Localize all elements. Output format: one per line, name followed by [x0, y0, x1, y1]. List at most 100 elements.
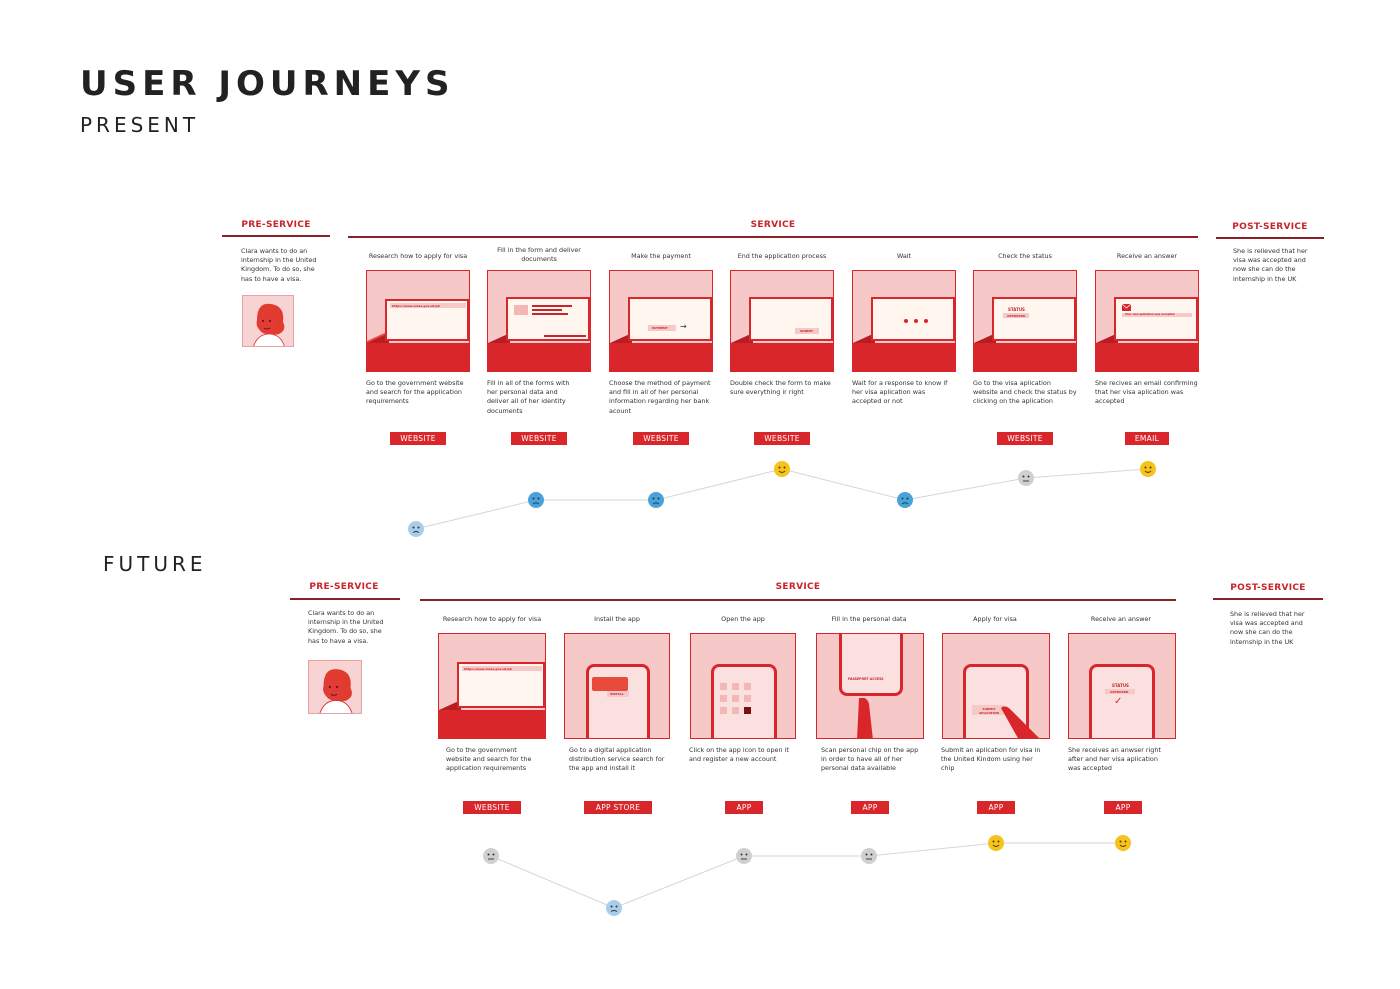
present-step-1-card: https://www.visas.gov.uk/pt/	[366, 270, 470, 372]
future-step-5-desc: Submit an aplication for visa in the Uni…	[941, 746, 1041, 773]
submit-screen: SUBMIT	[749, 297, 833, 341]
status-screen: STATUS APPROVED	[992, 297, 1076, 341]
room-illustration	[367, 331, 469, 371]
present-pre-service-line	[222, 235, 330, 237]
arrow-right-icon: →	[680, 322, 687, 331]
future-step-2-title: Install the app	[594, 615, 640, 623]
future-step-2-desc: Go to a digital application distribution…	[569, 746, 665, 773]
worried-face-icon	[408, 521, 424, 537]
present-step-2-card	[487, 270, 591, 372]
future-step-3-card	[690, 633, 796, 739]
present-step-7-title: Receive an answer	[1116, 252, 1178, 260]
sad-face-icon	[648, 492, 664, 508]
sad-face-icon	[897, 492, 913, 508]
present-post-service-text: She is relieved that her visa was accept…	[1233, 247, 1308, 283]
present-step-4-card: SUBMIT	[730, 270, 834, 372]
present-step-2-channel: WEBSITE	[511, 432, 567, 445]
present-step-1-desc: Go to the government website and search …	[366, 379, 464, 406]
loading-dots-icon	[904, 319, 928, 323]
present-step-1-title: Research how to apply for visa	[368, 252, 468, 260]
room-illustration	[853, 333, 955, 371]
future-step-5-title: Apply for visa	[973, 615, 1017, 623]
present-step-6-desc: Go to the visa aplication website and ch…	[973, 379, 1077, 406]
future-step-3-channel: APP	[725, 801, 763, 814]
present-step-6-title: Check the status	[998, 252, 1052, 260]
room-illustration	[974, 333, 1076, 371]
present-step-7-channel: EMAIL	[1125, 432, 1169, 445]
future-step-1-title: Research how to apply for visa	[442, 615, 542, 623]
page-title: USER JOURNEYS	[80, 64, 455, 104]
room-illustration	[610, 333, 712, 371]
hand-illustration	[1001, 706, 1039, 738]
room-illustration	[731, 333, 833, 371]
future-step-3-desc: Click on the app icon to open it and reg…	[689, 746, 789, 764]
loading-screen	[871, 297, 955, 341]
present-step-2-desc: Fill in all of the forms with her person…	[487, 379, 570, 415]
present-step-3-title: Make the payment	[631, 252, 691, 260]
present-heading: PRESENT	[80, 113, 200, 137]
present-service-line	[348, 236, 1198, 238]
present-step-7-card: Your visa aplication was accepted	[1095, 270, 1199, 372]
happy-face-icon	[774, 461, 790, 477]
email-screen: Your visa aplication was accepted	[1114, 297, 1198, 341]
future-step-6-card: STATUS APPROVED ✓	[1068, 633, 1176, 739]
future-step-2-channel: APP STORE	[584, 801, 652, 814]
present-step-2-title: Fill in the form and deliver documents	[497, 246, 581, 263]
future-pre-service-text: Clara wants to do an internship in the U…	[308, 609, 384, 645]
clara-avatar	[242, 295, 294, 347]
present-step-4-desc: Double check the form to make sure every…	[730, 379, 831, 397]
future-post-service-text: She is relieved that her visa was accept…	[1230, 610, 1305, 646]
neutral-face-icon	[1018, 470, 1034, 486]
future-service-label: SERVICE	[775, 582, 821, 592]
phone-illustration: INSTALL	[586, 664, 650, 738]
present-service-label: SERVICE	[750, 220, 796, 230]
present-pre-service-text: Clara wants to do an internship in the U…	[241, 247, 317, 283]
present-post-service-line	[1216, 237, 1324, 239]
mail-icon	[1122, 304, 1131, 311]
present-step-7-desc: She recives an email confirming that her…	[1095, 379, 1198, 406]
sad-face-icon	[528, 492, 544, 508]
future-step-6-channel: APP	[1104, 801, 1142, 814]
future-post-service-label: POST-SERVICE	[1230, 583, 1306, 593]
app-store-banner	[592, 677, 628, 691]
monitor-screen: https://www.visas.gov.uk/pt/	[385, 299, 469, 341]
room-illustration	[439, 700, 545, 738]
payment-screen: PAYMENT →	[628, 297, 712, 341]
present-step-3-card: PAYMENT →	[609, 270, 713, 372]
present-step-5-desc: Wait for a response to know if her visa …	[852, 379, 948, 406]
future-step-4-title: Fill in the personal data	[831, 615, 907, 623]
future-step-1-channel: WEBSITE	[463, 801, 521, 814]
future-step-5-card: SUBMIT APLICATION	[942, 633, 1050, 739]
clara-avatar-illustration	[309, 661, 361, 713]
future-step-4-channel: APP	[851, 801, 889, 814]
future-step-6-desc: She receives an anwser right after and h…	[1068, 746, 1161, 773]
app-grid-icon	[720, 683, 751, 714]
phone-illustration	[711, 664, 777, 738]
future-step-2-card: INSTALL	[564, 633, 670, 739]
monitor-screen: https://www.visas.gov.uk/pt/	[457, 662, 545, 708]
happy-face-icon	[1140, 461, 1156, 477]
present-pre-service-label: PRE-SERVICE	[241, 220, 311, 230]
present-step-1-channel: WEBSITE	[390, 432, 446, 445]
future-pre-service-line	[290, 598, 400, 600]
future-service-line	[420, 599, 1176, 601]
present-step-4-channel: WEBSITE	[754, 432, 810, 445]
present-step-5-title: Wait	[896, 252, 912, 260]
future-pre-service-label: PRE-SERVICE	[309, 582, 379, 592]
future-step-4-card: PASSEPORT ACCESS	[816, 633, 924, 739]
clara-avatar-illustration	[243, 296, 293, 346]
clara-avatar-future	[308, 660, 362, 714]
present-post-service-label: POST-SERVICE	[1232, 222, 1308, 232]
future-step-6-title: Receive an answer	[1090, 615, 1152, 623]
future-post-service-line	[1213, 598, 1323, 600]
form-screen	[506, 297, 590, 341]
future-step-4-desc: Scan personal chip on the app in order t…	[821, 746, 919, 773]
present-step-3-desc: Choose the method of payment and fill in…	[609, 379, 711, 415]
present-step-5-card	[852, 270, 956, 372]
present-step-4-title: End the application process	[737, 252, 827, 260]
check-icon: ✓	[1114, 696, 1123, 707]
phone-illustration: STATUS APPROVED ✓	[1089, 664, 1155, 738]
future-step-5-channel: APP	[977, 801, 1015, 814]
hand-illustration	[857, 698, 873, 738]
